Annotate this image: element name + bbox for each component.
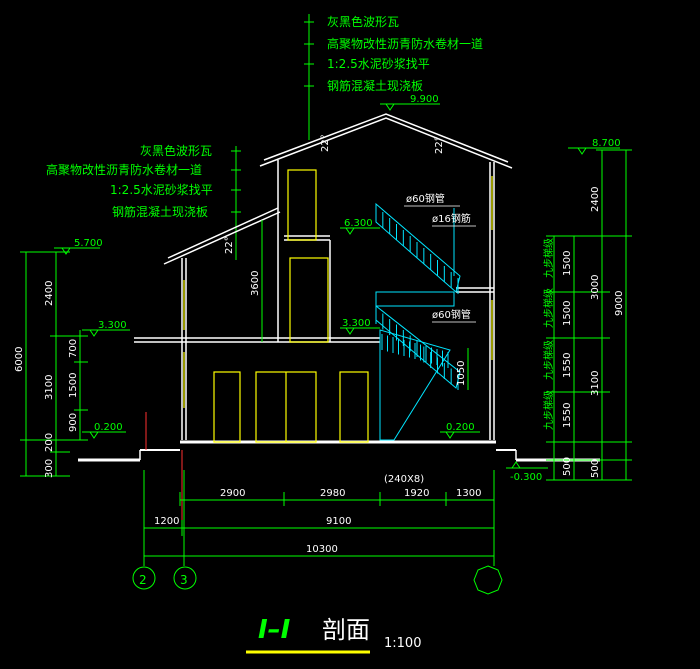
bottom-dim-lines [143,470,495,566]
axis-bubbles [132,565,503,595]
top-note-2: 高聚物改性沥青防水卷材一道 [327,36,483,51]
bdim-9100: 9100 [326,516,351,527]
callout-leaders [404,205,476,323]
elev-minus-0300: -0.300 [510,472,542,483]
elev-3300-mid: 3.300 [342,318,371,329]
callout-pipe2: ø60钢管 [432,308,471,321]
bdim-1300: 1300 [456,488,481,499]
inner-dim-lines [261,220,469,390]
windows [183,169,493,443]
elev-8700: 8.700 [592,138,621,149]
bdim-2900: 2900 [220,488,245,499]
ldim-300: 300 [44,459,55,478]
ldim-900: 900 [68,413,79,432]
bdim-240x8: (240X8) [384,474,424,485]
rdim-3000: 3000 [590,275,601,300]
stair-label-1: 九步梯级 [542,238,555,278]
rdim-st-1500b: 1500 [562,301,573,326]
elev-6300: 6.300 [344,218,373,229]
rdim-st-1550a: 1550 [562,353,573,378]
ldim-6000: 6000 [14,347,25,372]
rdim-st-1500a: 1500 [562,251,573,276]
elev-0200-right: 0.200 [446,422,475,433]
stair-hatch [375,206,459,390]
elev-3300-left: 3.300 [98,320,127,331]
bdim-2980: 2980 [320,488,345,499]
red-lines [145,412,183,520]
bdim-1920: 1920 [404,488,429,499]
left-note-1: 灰黑色波形瓦 [140,144,212,158]
left-note-3: 1:2.5水泥砂浆找平 [110,182,213,197]
top-note-4: 钢筋混凝土现浇板 [327,78,423,93]
axis-3: 3 [180,573,188,587]
elevation-markers [54,103,620,469]
title-scale: 1:100 [384,636,421,651]
rdim-9000: 9000 [614,291,625,316]
slope-3: 22° [224,236,235,254]
ldim-3100: 3100 [44,375,55,400]
dim-3600: 3600 [250,271,261,296]
callout-pipe1: ø60钢管 [406,192,445,205]
rdim-st-500: 500 [562,457,573,476]
top-note-1: 灰黑色波形瓦 [327,15,399,29]
stair-label-4: 九步梯级 [542,390,555,430]
elev-5700: 5.700 [74,238,103,249]
bdim-1200: 1200 [154,516,179,527]
left-note-4: 钢筋混凝土现浇板 [112,204,208,219]
stair-label-3: 九步梯级 [542,340,555,380]
slope-2: 22° [434,136,445,154]
top-note-leader [304,14,314,140]
ldim-700: 700 [68,339,79,358]
slope-1: 22° [320,134,331,152]
rdim-2400: 2400 [590,187,601,212]
top-note-3: 1:2.5水泥砂浆找平 [327,56,430,71]
stair-label-2: 九步梯级 [542,288,555,328]
rdim-500-outer: 500 [590,459,601,478]
ldim-200: 200 [44,433,55,452]
title-mark: I–I [258,615,291,645]
left-note-2: 高聚物改性沥青防水卷材一道 [46,162,202,177]
elev-9900: 9.900 [410,94,439,105]
left-dim-lines [20,251,88,477]
rdim-st-1550b: 1550 [562,403,573,428]
rdim-3100: 3100 [590,371,601,396]
callout-bar: ø16钢筋 [432,212,471,225]
left-note-leader [231,146,241,260]
axis-2: 2 [139,573,147,587]
bdim-10300: 10300 [306,544,338,555]
ldim-2400: 2400 [44,281,55,306]
right-dim-lines [546,149,632,481]
dim-1050: 1050 [456,361,467,386]
ldim-1500: 1500 [68,373,79,398]
title-text: 剖面 [322,616,370,644]
elev-0200-left: 0.200 [94,422,123,433]
